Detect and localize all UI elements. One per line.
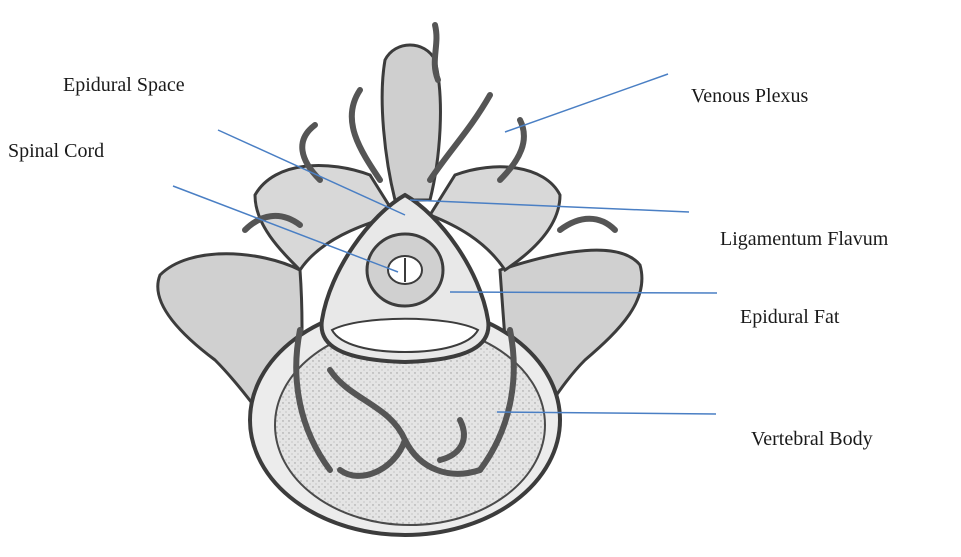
vertebral-body-label: Vertebral Body: [751, 428, 873, 451]
spinal-cord-label: Spinal Cord: [8, 140, 104, 163]
leader-venous-plexus: [505, 74, 668, 132]
ligamentum-flavum-label: Ligamentum Flavum: [720, 228, 888, 251]
epidural-fat-label: Epidural Fat: [740, 306, 839, 329]
leader-epidural-fat: [450, 292, 717, 293]
epidural-space-label: Epidural Space: [63, 74, 185, 97]
venous-plexus-label: Venous Plexus: [691, 85, 808, 108]
